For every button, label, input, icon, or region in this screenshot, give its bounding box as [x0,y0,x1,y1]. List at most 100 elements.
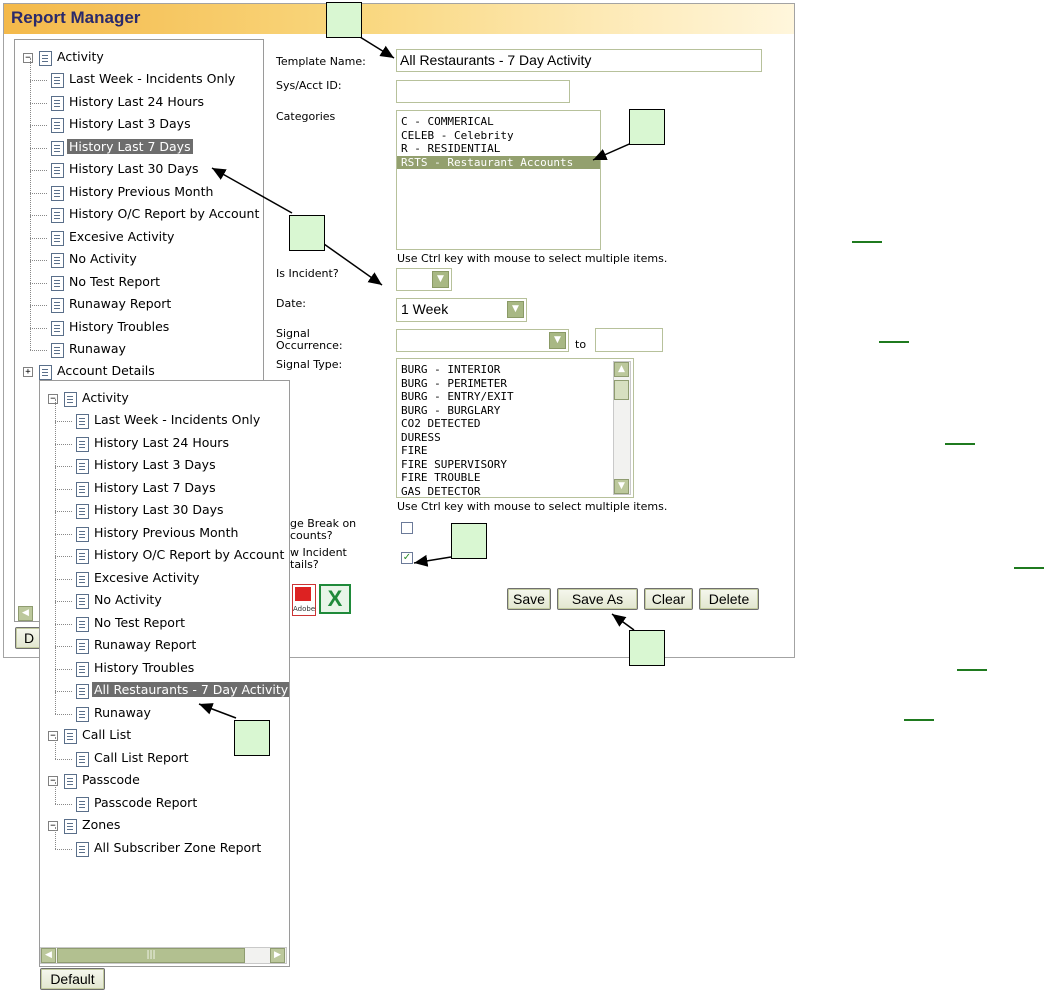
tree-connector [55,489,56,511]
tree-node-label: History Last 30 Days [69,161,199,176]
tree-node[interactable]: No Activity [67,251,139,269]
list-item[interactable]: GAS DETECTOR [401,484,481,498]
list-item[interactable]: DURESS [401,430,441,444]
list-item[interactable]: FIRE SUPERVISORY [401,457,507,471]
tree-node[interactable]: Zones [80,817,122,835]
tree-node-label: Account Details [57,363,155,378]
tree-node[interactable]: Passcode [80,772,142,790]
document-icon [51,208,64,223]
tree-node[interactable]: History Last 7 Days [92,480,218,498]
scroll-down-icon[interactable]: ▼ [614,479,629,494]
scroll-thumb[interactable] [614,380,629,400]
tree-node[interactable]: History Previous Month [67,184,215,202]
tree-connector [55,557,56,579]
list-item[interactable]: RSTS - Restaurant Accounts [397,155,600,169]
collapse-icon[interactable]: − [23,53,33,63]
tree-node[interactable]: Runaway Report [67,296,173,314]
tree-node[interactable]: Last Week - Incidents Only [67,71,237,89]
sys-acct-input[interactable] [396,80,570,103]
tree-node-label: Runaway [94,705,151,720]
tree-node[interactable]: Runaway [92,705,153,723]
scroll-up-icon[interactable]: ▲ [614,362,629,377]
tree-node[interactable]: Call List [80,727,133,745]
collapse-icon[interactable]: − [48,821,58,831]
tree-node[interactable]: History O/C Report by Account [92,547,286,565]
is-incident-select[interactable]: ▼ [396,268,452,291]
tree-node[interactable]: Call List Report [92,750,191,768]
tree-node-label: History Last 24 Hours [94,435,229,450]
tree-node[interactable]: All Restaurants - 7 Day Activity [92,682,289,700]
tree-node[interactable]: Runaway Report [92,637,198,655]
signal-occurrence-to-input[interactable] [595,328,663,352]
default-button[interactable]: Default [40,968,105,990]
tree-node[interactable]: History Last 7 Days [67,139,193,157]
collapse-icon[interactable]: − [48,731,58,741]
signal-occurrence-select[interactable]: ▼ [396,329,569,352]
tree-node[interactable]: History Troubles [92,660,196,678]
tree-node[interactable]: Runaway [67,341,128,359]
pdf-export-icon[interactable]: Adobe [292,584,316,616]
clear-button[interactable]: Clear [644,588,693,610]
to-label: to [575,338,587,351]
date-select[interactable]: 1 Week ▼ [396,298,527,322]
tree-scroll-thumb[interactable]: ||| [57,948,245,963]
document-icon [76,617,89,632]
expand-icon[interactable]: + [23,367,33,377]
delete-button[interactable]: Delete [699,588,759,610]
chevron-down-icon[interactable]: ▼ [432,271,449,288]
list-item[interactable]: BURG - INTERIOR [401,363,501,376]
list-item[interactable]: BURG - BURGLARY [401,403,501,417]
tree-node[interactable]: No Activity [92,592,164,610]
document-icon [39,365,52,380]
list-item[interactable]: C - COMMERICAL [401,115,494,128]
scroll-left-button-back[interactable]: ◀ [18,606,33,621]
list-item[interactable]: BURG - PERIMETER [401,376,507,390]
tree-node[interactable]: History Last 30 Days [67,161,201,179]
list-item[interactable]: CO2 DETECTED [401,417,481,430]
save-as-button[interactable]: Save As [557,588,638,610]
tree-node-label: Passcode Report [94,795,198,810]
tree-node[interactable]: Passcode Report [92,795,199,813]
tree-node[interactable]: Activity [80,390,131,408]
tree-node[interactable]: All Subscriber Zone Report [92,840,263,858]
tree-node[interactable]: Account Details [55,363,157,381]
template-name-input[interactable]: All Restaurants - 7 Day Activity [396,49,762,72]
tree-node-label: Passcode [82,772,140,787]
tree-connector [55,691,72,692]
tree-node[interactable]: History Last 24 Hours [92,435,231,453]
list-item[interactable]: BURG - ENTRY/EXIT [401,390,514,403]
save-button[interactable]: Save [507,588,551,610]
collapse-icon[interactable]: − [48,776,58,786]
show-incident-checkbox[interactable]: ✓ [401,552,413,564]
tree-connector [30,148,47,149]
list-item[interactable]: FIRE [401,444,428,457]
tree-node[interactable]: Excesive Activity [92,570,201,588]
tree-node[interactable]: History Last 24 Hours [67,94,206,112]
tree-connector [30,350,47,351]
tree-node[interactable]: Excesive Activity [67,229,176,247]
scroll-right-icon[interactable]: ▶ [270,948,285,963]
excel-export-icon[interactable]: X [319,584,351,614]
collapse-icon[interactable]: − [48,394,58,404]
tree-node[interactable]: Last Week - Incidents Only [92,412,262,430]
green-mark [852,241,882,243]
tree-node[interactable]: History Troubles [67,319,171,337]
tree-node[interactable]: No Test Report [67,274,162,292]
tree-node[interactable]: History Last 30 Days [92,502,226,520]
tree-node[interactable]: History Previous Month [92,525,240,543]
tree-node[interactable]: Activity [55,49,106,67]
list-item[interactable]: CELEB - Celebrity [401,128,514,142]
list-item[interactable]: FIRE TROUBLE [401,471,481,484]
tree-node[interactable]: History O/C Report by Account [67,206,261,224]
tree-node[interactable]: History Last 3 Days [67,116,193,134]
tree-node-label: History Last 3 Days [69,116,191,131]
page-break-checkbox[interactable] [401,522,413,534]
chevron-down-icon[interactable]: ▼ [507,301,524,318]
chevron-down-icon[interactable]: ▼ [549,332,566,349]
list-item[interactable]: R - RESIDENTIAL [401,142,501,155]
tree-node[interactable]: History Last 3 Days [92,457,218,475]
scroll-left-icon[interactable]: ◀ [41,948,56,963]
tree-node[interactable]: No Test Report [92,615,187,633]
